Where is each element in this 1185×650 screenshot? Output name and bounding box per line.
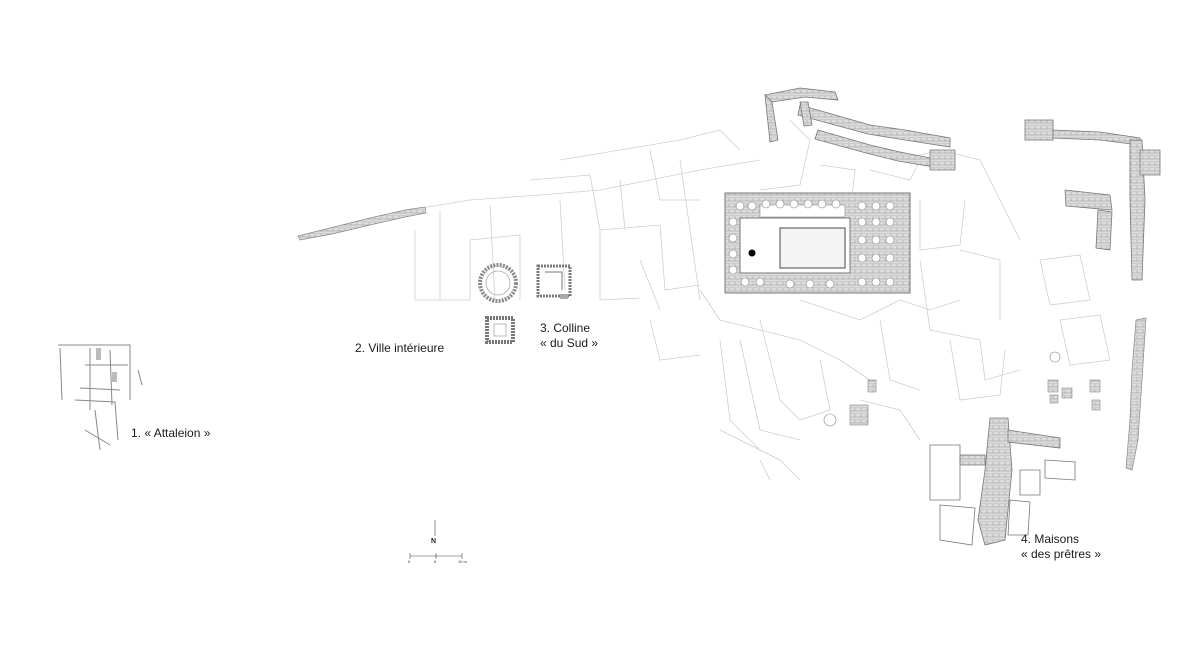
central-sanctuary [724, 192, 911, 294]
zone-label-ville-interieure: 2. Ville intérieure [355, 341, 445, 355]
scale-bar [409, 553, 463, 559]
scale-tick-0: 0 [408, 559, 411, 564]
scale-tick-10: 10 m [458, 559, 467, 564]
faint-remains [409, 119, 1111, 481]
altar-marker [748, 249, 756, 257]
round-building [478, 263, 518, 303]
maisons-des-pretres [929, 417, 1076, 546]
zone-label-attaleion: 1. « Attaleion » [131, 426, 211, 440]
zone-label-maisons-line1: 4. Maisons [1021, 532, 1080, 546]
colline-du-sud-building [536, 264, 572, 299]
scale-tick-5: 5 [434, 559, 437, 564]
north-east-structure [1024, 119, 1161, 281]
zone-label-maisons-line2: « des prêtres » [1021, 547, 1102, 561]
long-wall-east [1125, 317, 1147, 471]
north-walls [764, 87, 956, 171]
long-wall-west [297, 206, 427, 241]
scattered-blocks [823, 351, 1101, 427]
north-letter: N [431, 538, 437, 545]
square-building-south [485, 316, 515, 344]
zone-label-colline-line2: « du Sud » [540, 336, 599, 350]
attaleion-remains [58, 344, 143, 451]
zone-label-colline-line1: 3. Colline [540, 321, 591, 335]
